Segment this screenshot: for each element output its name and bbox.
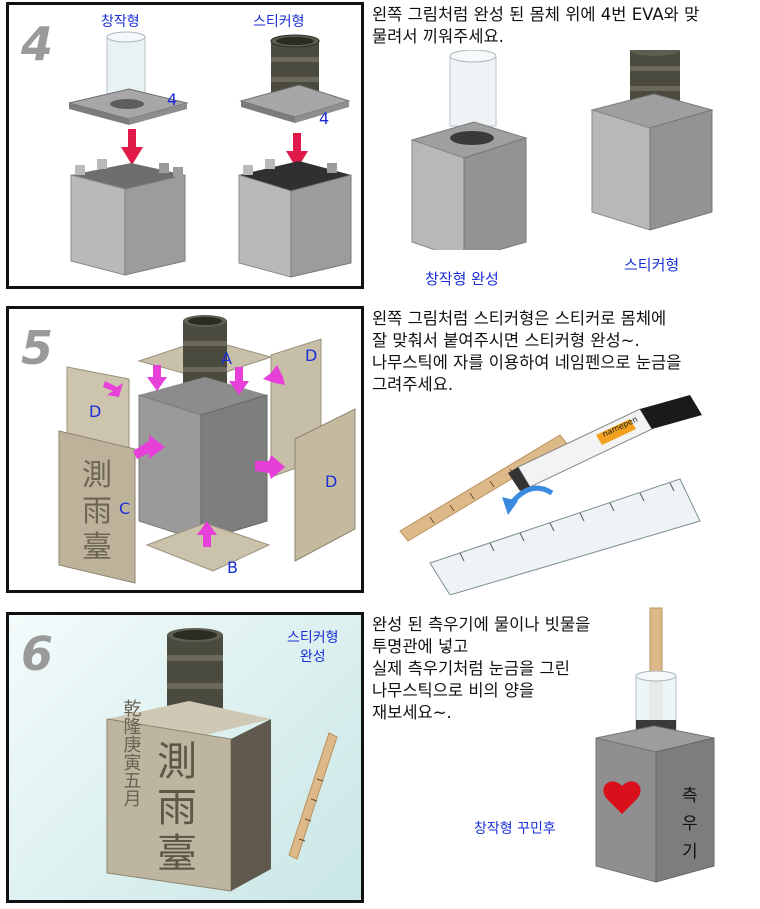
box-right <box>238 159 352 278</box>
sticker-front-c: 測 雨 臺 <box>58 430 136 584</box>
part-number-4-left: 4 <box>167 90 178 109</box>
caption-creative-decorated: 창작형 꾸민후 <box>474 821 556 837</box>
step-6-desc-line: 재보세요~. <box>372 703 452 722</box>
stone-char: 雨 <box>157 785 197 831</box>
sticker-right-front-d <box>294 408 356 562</box>
stone-box: 測 雨 臺 乾隆庚寅五月 <box>106 699 271 892</box>
stone-side-text: 乾隆庚寅五月 <box>121 699 142 807</box>
stone-char: 測 <box>157 739 197 785</box>
stone-char: 臺 <box>82 530 112 565</box>
step-6-finished-illustration: 測 雨 臺 乾隆庚寅五月 <box>106 628 338 892</box>
step-5-desc-line: 왼쪽 그림처럼 스티커형은 스티커로 몸체에 <box>372 309 667 328</box>
label-sticker-finished-line: 스티커형 <box>287 630 339 646</box>
step-6-desc-line: 완성 된 측우기에 물이나 빗물을 <box>372 615 591 634</box>
step-4-desc-line: 물려서 끼워주세요. <box>372 27 504 46</box>
box-label-vertical: 측 우 기 <box>682 782 698 866</box>
caption-sticker-type: 스티커형 <box>624 256 680 274</box>
step-5-exploded-illustration: 測 雨 臺 <box>58 315 356 584</box>
pink-arrows <box>103 365 285 547</box>
finished-sticker-box <box>590 50 714 231</box>
step-5-desc-line: 나무스틱에 자를 이용하여 네임펜으로 눈금을 <box>372 353 682 372</box>
mark-d-left: D <box>89 402 102 421</box>
step-6-desc-line: 투명관에 넣고 <box>372 637 469 656</box>
stone-char: 測 <box>82 458 112 493</box>
step-5-tools-illustration: namepen <box>399 395 702 595</box>
box-left <box>70 159 186 276</box>
box-char: 측 <box>682 786 698 806</box>
mark-c: C <box>119 499 131 518</box>
label-sticker-type: 스티커형 <box>253 14 305 30</box>
eva-piece-left <box>68 88 189 125</box>
step-5-desc-line: 잘 맞춰서 붙여주시면 스티커형 완성~. <box>372 331 640 350</box>
step-6-panel: 6 스티커형 완성 測 雨 臺 乾隆庚寅五月 <box>6 612 364 903</box>
step-4-illustration <box>68 31 352 278</box>
step-6-description: 완성 된 측우기에 물이나 빗물을 투명관에 넣고 실제 측우기처럼 눈금을 그… <box>372 614 590 724</box>
heart-icon <box>603 781 641 814</box>
central-box <box>138 377 268 542</box>
part-number-4-right: 4 <box>319 109 330 128</box>
metal-can <box>167 628 223 711</box>
red-arrow-left <box>121 129 143 165</box>
step-number: 6 <box>21 627 54 681</box>
wooden-stick <box>288 732 338 860</box>
mark-d-right: D <box>325 472 338 491</box>
box-char: 기 <box>682 842 698 862</box>
red-arrow-right <box>286 133 308 169</box>
label-sticker-finished: 스티커형 완성 <box>287 629 339 667</box>
mark-a: A <box>221 349 232 368</box>
step-6-desc-line: 실제 측우기처럼 눈금을 그린 <box>372 659 570 678</box>
box-char: 우 <box>682 814 698 834</box>
step-6-desc-line: 나무스틱으로 비의 양을 <box>372 681 535 700</box>
caption-creative-finished: 창작형 완성 <box>425 270 499 288</box>
step-number: 5 <box>21 321 54 375</box>
decorated-box <box>595 725 715 883</box>
blue-arrow-head <box>502 497 518 515</box>
step-6-decorated-box-illustration <box>595 607 715 883</box>
step-5-desc-line: 그려주세요. <box>372 375 454 394</box>
ruler <box>429 478 701 595</box>
step-number: 4 <box>21 17 54 71</box>
stone-char: 雨 <box>82 494 112 529</box>
step-5-panel: 5 測 雨 臺 <box>6 306 364 593</box>
mark-d-top-right: D <box>305 346 318 365</box>
namepen-marker: namepen <box>508 395 702 491</box>
stone-char: 臺 <box>157 831 197 877</box>
eva-piece-right <box>239 84 351 123</box>
label-sticker-finished-line: 완성 <box>299 649 326 665</box>
mark-b: B <box>227 558 238 577</box>
step-4-desc-line: 왼쪽 그림처럼 완성 된 몸체 위에 4번 EVA와 맞 <box>372 5 700 24</box>
label-creative-type: 창작형 <box>101 14 140 30</box>
step-4-panel: 4 창작형 스티커형 <box>6 2 364 289</box>
finished-creative-box <box>410 50 528 250</box>
step-4-finished-illustration <box>410 50 714 250</box>
step-5-description: 왼쪽 그림처럼 스티커형은 스티커로 몸체에 잘 맞춰서 붙여주시면 스티커형 … <box>372 308 681 396</box>
step-4-description: 왼쪽 그림처럼 완성 된 몸체 위에 4번 EVA와 맞 물려서 끼워주세요. <box>372 4 699 48</box>
